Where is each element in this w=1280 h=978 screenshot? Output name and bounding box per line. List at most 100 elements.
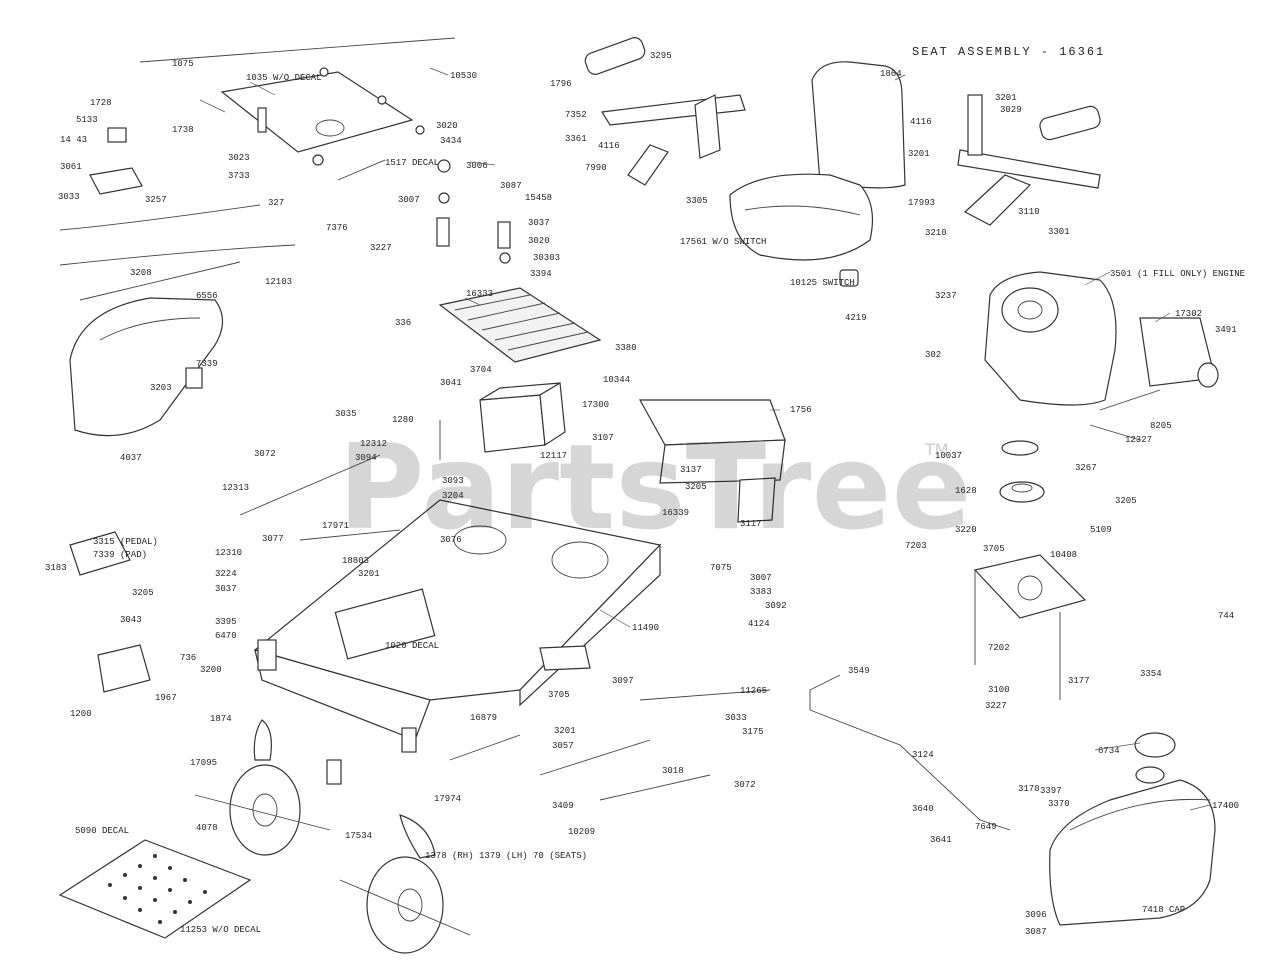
foot-plate[interactable]	[58, 839, 252, 939]
callout-label: 3640	[912, 804, 934, 814]
callout-label: 7202	[988, 643, 1010, 653]
callout-label: 3305	[686, 196, 708, 206]
bolt-row	[639, 689, 771, 701]
callout-label: 3354	[1140, 669, 1162, 679]
engine-group	[984, 271, 1219, 441]
key-switch[interactable]	[107, 127, 127, 143]
callout-label: 1728	[90, 98, 112, 108]
seat-switch[interactable]	[839, 269, 859, 287]
frame-decal-area	[334, 588, 436, 660]
callout-label: 3023	[228, 153, 250, 163]
engine-pulley[interactable]	[1001, 440, 1039, 456]
frame-opening	[551, 541, 609, 579]
callout-label: 1738	[172, 125, 194, 135]
engine[interactable]	[984, 271, 1117, 406]
callout-label: 3227	[370, 243, 392, 253]
callout-label: 3704	[470, 365, 492, 375]
pedal-plate[interactable]	[69, 531, 131, 576]
callout-label: 3183	[45, 563, 67, 573]
callout-label: 3315 (PEDAL)	[93, 537, 158, 547]
callout-label: 4037	[120, 453, 142, 463]
callout-label: 3201	[908, 149, 930, 159]
callout-label: 3007	[750, 573, 772, 583]
callout-label: 3200	[200, 665, 222, 675]
dipstick-tube	[1089, 424, 1141, 441]
armrest-pad[interactable]	[1038, 105, 1102, 142]
callout-label: 3394	[530, 269, 552, 279]
callout-label: 3057	[552, 741, 574, 751]
callout-label: 12312	[360, 439, 387, 449]
callout-label: 3124	[912, 750, 934, 760]
callout-label: 4116	[910, 117, 932, 127]
tank-ridge	[1069, 798, 1211, 831]
callout-label: 17400	[1212, 801, 1239, 811]
panel-slot	[315, 119, 345, 137]
armrest-pad[interactable]	[583, 35, 647, 76]
seat-bracket	[627, 144, 669, 186]
callout-label: 3301	[1048, 227, 1070, 237]
left-console-cover[interactable]	[69, 297, 224, 437]
seat-cushion[interactable]	[729, 173, 873, 261]
callout-label: 3041	[440, 378, 462, 388]
dipstick	[1099, 389, 1161, 411]
watermark-trademark: TM	[924, 440, 949, 459]
callout-label: 3220	[955, 525, 977, 535]
callout-label: 10408	[1050, 550, 1077, 560]
callout-label: 3072	[254, 449, 276, 459]
spring-stack-group	[436, 159, 511, 264]
callout-label: 3072	[734, 780, 756, 790]
callout-label: 16879	[470, 713, 497, 723]
callout-label: 3033	[725, 713, 747, 723]
callout-label: 3361	[565, 134, 587, 144]
pump-mount-plate[interactable]	[973, 554, 1087, 619]
box-bracket	[737, 477, 776, 523]
callout-label: 1864	[880, 69, 902, 79]
callout-label: 3029	[1000, 105, 1022, 115]
callout-label: 4124	[748, 619, 770, 629]
caster-wheel[interactable]	[229, 764, 301, 856]
seat-back[interactable]	[811, 61, 906, 189]
callout-label: 3397	[1040, 786, 1062, 796]
leader-lines	[199, 67, 1211, 811]
callout-label: 3076	[440, 535, 462, 545]
callout-label: 1796	[550, 79, 572, 89]
caster-mount	[257, 639, 277, 671]
callout-label: 4219	[845, 313, 867, 323]
frame-opening	[453, 525, 507, 555]
fastener	[377, 95, 387, 105]
caster-fork	[253, 719, 272, 761]
seat-hinge-plate	[694, 94, 721, 159]
caster-wheel[interactable]	[366, 856, 444, 954]
callout-label: 7339 (PAD)	[93, 550, 147, 560]
seat-bracket	[963, 174, 1032, 226]
callout-label: 3020	[528, 236, 550, 246]
callout-label: 12117	[540, 451, 567, 461]
fuel-tank[interactable]	[1049, 779, 1216, 926]
cushion-seam	[744, 205, 861, 216]
engine-fan-hub	[1017, 300, 1043, 320]
callout-label: 17095	[190, 758, 217, 768]
callout-label: 3434	[440, 136, 462, 146]
callout-label: 3205	[685, 482, 707, 492]
callout-label: 3237	[935, 291, 957, 301]
callout-label: 7418 CAP	[1142, 905, 1185, 915]
callout-label: 3201	[358, 569, 380, 579]
callout-label: 3093	[442, 476, 464, 486]
bracket-plate[interactable]	[89, 167, 143, 195]
callout-label: 3061	[60, 162, 82, 172]
caster-spring	[326, 759, 342, 785]
callout-label: 5133	[76, 115, 98, 125]
clutch-hub	[1011, 483, 1033, 493]
floor-grille[interactable]	[438, 287, 602, 363]
callout-label: 3705	[983, 544, 1005, 554]
fuel-cap[interactable]	[1134, 732, 1176, 758]
callout-label: 3501 (1 FILL ONLY) ENGINE	[1110, 269, 1245, 279]
seat-hinge-right	[957, 94, 1102, 226]
control-panel-plate[interactable]	[220, 71, 414, 153]
callout-label: 10209	[568, 827, 595, 837]
washer	[437, 159, 451, 173]
callout-label: 3549	[848, 666, 870, 676]
callout-label: 1020 DECAL	[385, 641, 439, 651]
assembly-title: SEAT ASSEMBLY - 16361	[912, 45, 1105, 59]
callout-label: 3033	[58, 192, 80, 202]
